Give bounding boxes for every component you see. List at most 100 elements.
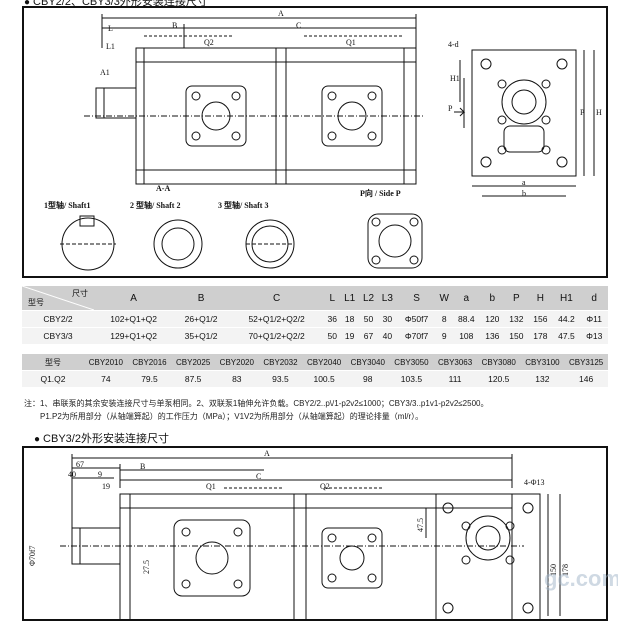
table-cell: 102+Q1+Q2 [94,310,174,328]
table-cell: 120 [480,310,505,328]
table-cell: 50 [324,327,341,344]
table-cell: Φ70f7 [396,327,437,344]
table-cell: 8 [436,310,453,328]
table-row: Q1.Q2 74 79.5 87.5 83 93.5 100.5 98 103.… [22,370,608,387]
dim-label-a1: A1 [100,68,110,77]
table-row: CBY2/2 102+Q1+Q2 26+Q1/2 52+Q1/2+Q2/2 36… [22,310,608,328]
dim-label-l1: L1 [106,42,115,51]
table-cell: 150 [504,327,529,344]
table-cell: CBY3/3 [22,327,94,344]
drawing-frame-2: A 67 40 9 19 B C Q1 Q2 Φ70f7 27.5 47.5 4… [22,446,618,621]
col-header: a [452,286,481,311]
col-header: CBY3050 [389,354,434,371]
table-cell: 100.5 [302,370,346,387]
dim-label-phi: Φ70f7 [28,545,37,566]
dim-label-27-5: 27.5 [142,560,151,574]
table-cell: 70+Q1/2+Q2/2 [228,327,325,344]
col-header: CBY2032 [258,354,303,371]
col-header: b [480,286,505,311]
table-header-row: 尺寸 型号 A B C L L1 L2 L3 S W a b P H H1 d [22,286,608,311]
table-cell: 36 [324,310,341,328]
dim-label-q1: Q1 [206,482,216,491]
corner-top-label: 尺寸 [72,289,88,298]
col-header: 型号 [22,354,84,371]
col-header: d [580,286,608,311]
view-label-aa: A-A [156,184,171,193]
table-cell: 44.2 [552,310,581,328]
col-header: A [94,286,174,311]
table-header-row: 型号 CBY2010 CBY2016 CBY2025 CBY2020 CBY20… [22,354,608,371]
table-cell: 35+Q1/2 [173,327,229,344]
bullet-icon: ● [24,0,31,8]
dim-label-9: 9 [98,470,102,479]
view-label-shaft2: 2 型轴/ Shaft 2 [130,201,181,210]
dim-label-c: C [256,472,262,481]
col-header: W [436,286,453,311]
table-cell: 18 [340,310,360,328]
col-header: H1 [552,286,581,311]
view-label-side-p: P向 / Side P [360,189,401,198]
col-header: B [173,286,229,311]
col-header: P [504,286,529,311]
dim-label-a: A [278,9,284,18]
technical-drawing-2 [60,454,561,619]
col-header: L [324,286,341,311]
col-header: CBY3125 [564,354,608,371]
dim-label-40: 40 [68,470,76,479]
dim-label-b-lower: b [522,189,526,198]
col-header: L2 [359,286,378,311]
table-cell: 111 [433,370,477,387]
dim-label-b: B [140,462,146,471]
table-cell: 146 [564,370,608,387]
technical-drawing-1 [60,14,595,271]
section1-title: ●CBY2/2、CBY3/3外形安装连接尺寸 [24,0,208,9]
table-cell: 156 [528,310,553,328]
table-corner-cell: 尺寸 型号 [22,286,94,311]
note-line-2: P1.P2为所用部分（从轴端算起）的工作压力（MPa）；V1V2为所用部分（从轴… [40,412,424,421]
dim-label-67: 67 [76,460,84,469]
table-cell: CBY2/2 [22,310,94,328]
dim-label-q2: Q2 [204,38,214,47]
col-header: CBY3040 [345,354,390,371]
dim-label-q1: Q1 [346,38,356,47]
col-header: CBY2016 [127,354,172,371]
watermark-text: gc.com [544,566,618,591]
table-cell: 9 [436,327,453,344]
view-label-shaft1: 1型轴/ Shaft1 [44,201,91,210]
bullet-icon: ● [34,434,41,445]
table-cell: 30 [377,310,397,328]
col-header: CBY2020 [214,354,259,371]
table-cell: Φ50f7 [396,310,437,328]
table-cell: 103.5 [389,370,434,387]
dim-label-a: A [264,449,270,458]
table-cell: 50 [359,310,378,328]
col-header: CBY3063 [433,354,477,371]
col-header: L1 [340,286,360,311]
dimension-table: 尺寸 型号 A B C L L1 L2 L3 S W a b P H H1 d … [22,286,608,344]
table-cell: 132 [504,310,529,328]
table-cell: 67 [359,327,378,344]
table-cell: 52+Q1/2+Q2/2 [228,310,325,328]
displacement-table: 型号 CBY2010 CBY2016 CBY2025 CBY2020 CBY20… [22,354,608,387]
table-cell: 19 [340,327,360,344]
col-header: CBY2010 [84,354,128,371]
drawing-frame-1: A B C L L1 Q2 Q1 A1 4-d H1 H P a b P A-A… [22,6,608,278]
dim-label-19: 19 [102,482,110,491]
table-cell: 136 [480,327,505,344]
col-header: S [396,286,437,311]
table-cell: 129+Q1+Q2 [94,327,174,344]
dim-label-47-5: 47.5 [416,518,425,532]
corner-bottom-label: 型号 [28,298,44,307]
dim-label-p-arrow: P [448,104,453,113]
dim-label-q2: Q2 [320,482,330,491]
table-cell: 83 [214,370,259,387]
dim-label-a-lower: a [522,178,526,187]
dim-label-holes: 4-Φ13 [524,478,545,487]
table-cell: 88.4 [452,310,481,328]
col-header: H [528,286,553,311]
dim-label-b: B [172,21,178,30]
col-header: CBY3100 [520,354,565,371]
table-cell: 74 [84,370,128,387]
col-header: CBY2040 [302,354,346,371]
dim-label-c: C [296,21,302,30]
